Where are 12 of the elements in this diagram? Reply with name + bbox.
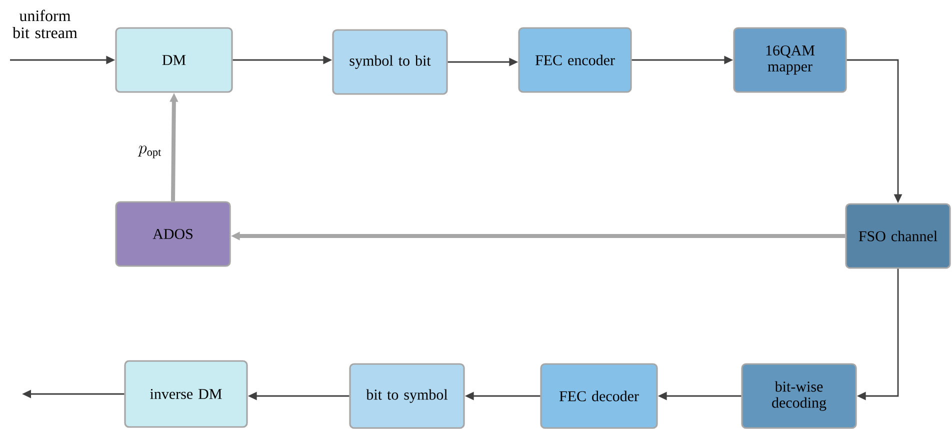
process-box: 16QAM mapper [733, 27, 847, 93]
process-box: ADOS [115, 201, 231, 267]
process-box: bit to symbol [349, 363, 465, 429]
process-box: FEC encoder [518, 27, 632, 93]
process-box: FSO channel [845, 203, 951, 269]
process-box: bit-wise decoding [741, 363, 857, 429]
process-box: symbol to bit [332, 29, 448, 95]
edge-label: uniform bit stream [12, 10, 78, 38]
process-box: inverse DM [124, 360, 248, 428]
edge-label: $p_{\mathrm{opt}}$ [138, 146, 162, 158]
process-box: FEC decoder [540, 363, 658, 429]
process-box: DM [115, 27, 233, 93]
